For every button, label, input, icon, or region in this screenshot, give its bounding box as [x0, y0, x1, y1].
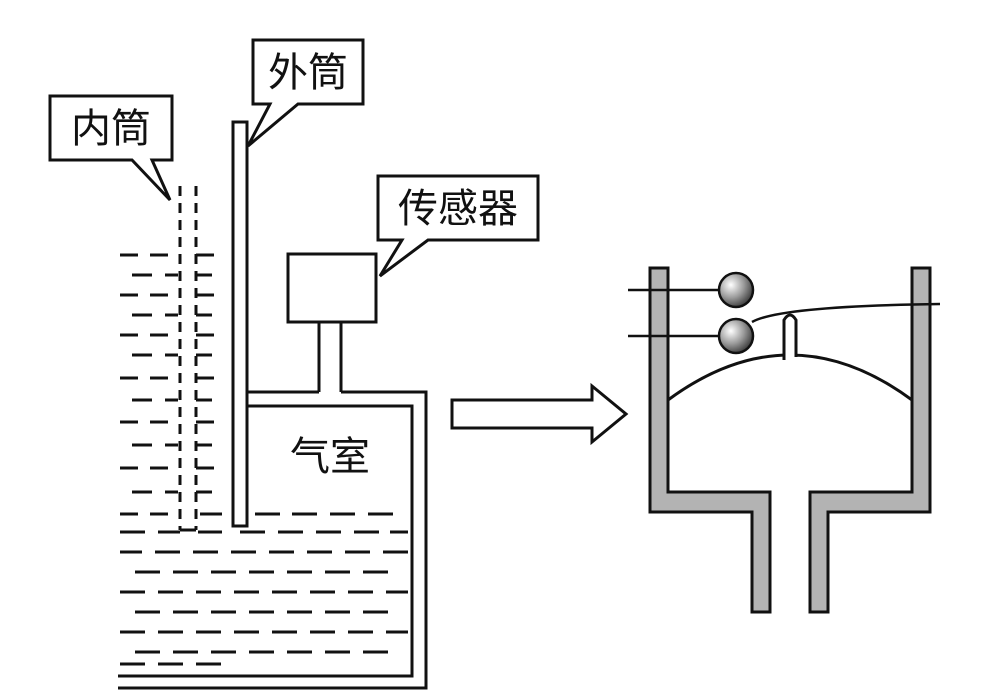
- callout-outer-tube: 外筒: [246, 38, 365, 148]
- outer-tube: [231, 120, 249, 528]
- sensor-box: [286, 252, 378, 324]
- inner-tube: [178, 186, 198, 532]
- callout-inner-tube: 内筒: [48, 94, 174, 202]
- electrode-ball-lower: [717, 317, 755, 355]
- water-dashes-bottom: [120, 512, 408, 666]
- label-inner-tube: 内筒: [71, 106, 151, 152]
- label-outer-tube: 外筒: [268, 50, 348, 96]
- label-sensor: 传感器: [398, 186, 518, 232]
- contact-post: [782, 313, 798, 360]
- direction-arrow: [450, 382, 629, 446]
- water-dashes-left: [120, 253, 214, 494]
- sensor-pipe: [317, 322, 343, 392]
- wires: [628, 288, 941, 338]
- sensor-housing: [648, 266, 932, 614]
- label-air-chamber: 气室: [290, 434, 370, 480]
- electrode-ball-upper: [717, 271, 755, 309]
- diaphragm: [667, 353, 913, 402]
- air-chamber-outer-wall: [118, 390, 428, 690]
- air-chamber-inner-wall: [118, 404, 414, 678]
- callout-sensor: 传感器: [376, 174, 540, 278]
